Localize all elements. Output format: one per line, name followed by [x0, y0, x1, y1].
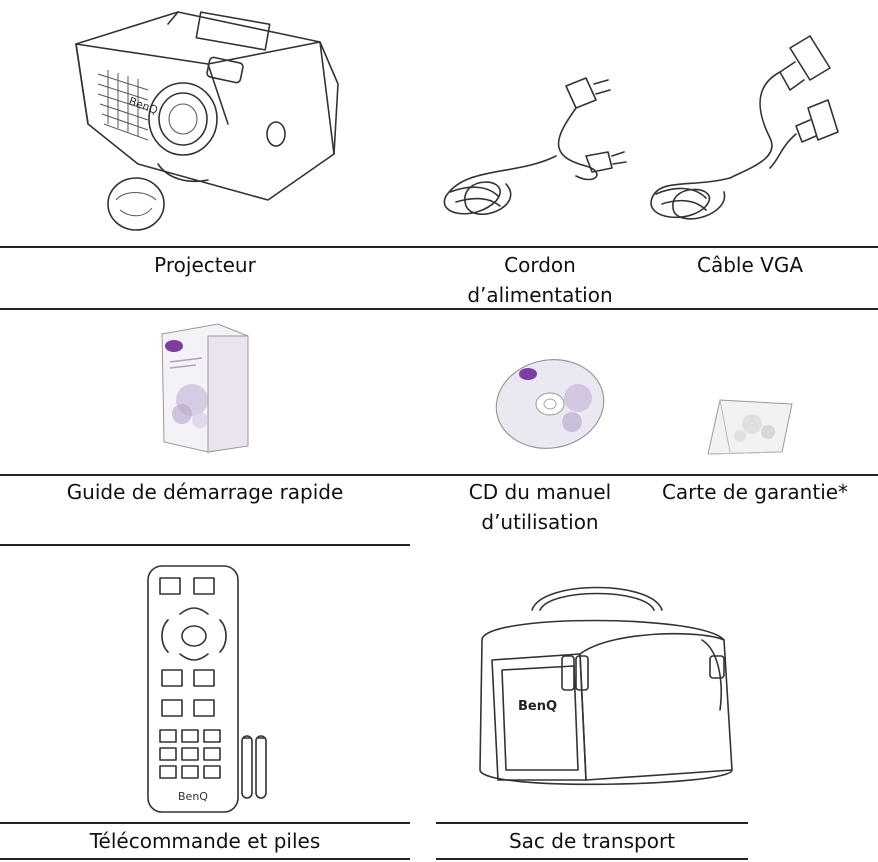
caption-sac: Sac de transport — [508, 829, 676, 853]
carry-bag-illustration: BenQ — [479, 586, 733, 786]
caption-projecteur: Projecteur — [154, 253, 256, 277]
row3-divider-left — [0, 822, 410, 824]
svg-text:BenQ: BenQ — [518, 699, 557, 714]
projector-illustration: BenQ — [75, 11, 339, 231]
quick-start-guide-illustration — [161, 323, 249, 453]
row3-divider-right — [436, 822, 748, 824]
caption-guide: Guide de démarrage rapide — [66, 480, 344, 504]
row2-caption-underline — [0, 544, 410, 546]
svg-text:BenQ: BenQ — [178, 790, 208, 803]
caption-telecommande: Télécommande et piles — [89, 829, 321, 853]
caption-garantie: Carte de garantie* — [661, 480, 849, 504]
caption-cordon: Cordon d’alimentation — [467, 253, 613, 307]
row1-divider — [0, 246, 878, 248]
row2-bottom-divider — [0, 474, 878, 476]
row2-divider — [0, 308, 878, 310]
vga-cable-illustration — [650, 35, 839, 220]
warranty-card-illustration — [707, 399, 793, 455]
power-cord-illustration — [443, 77, 627, 216]
cd-manual-illustration — [495, 359, 605, 449]
caption-cd: CD du manuel d’utilisation — [468, 480, 612, 534]
remote-control-illustration: BenQ — [147, 565, 267, 813]
row3-bottom-right — [436, 858, 748, 860]
caption-cable-vga: Câble VGA — [697, 253, 803, 277]
row3-bottom-left — [0, 858, 410, 860]
